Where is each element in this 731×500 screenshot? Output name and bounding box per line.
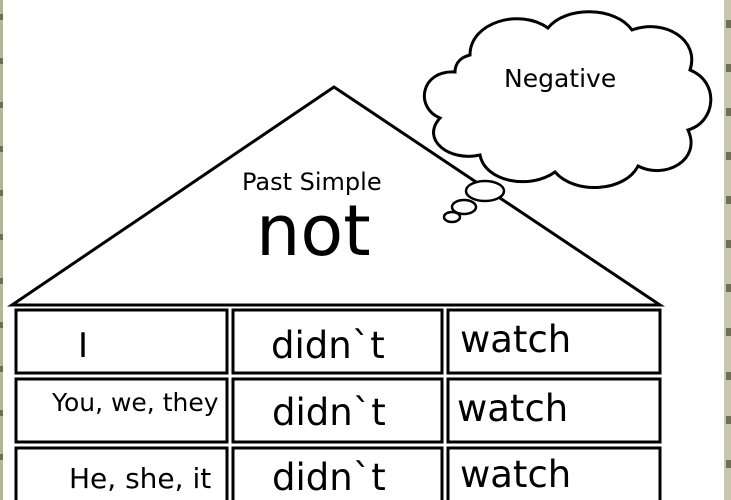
- right-edge-pattern: [724, 0, 731, 500]
- table-cell-verb: watch: [460, 318, 572, 361]
- thought-cloud: [423, 10, 713, 190]
- left-edge-pattern: [0, 0, 3, 500]
- roof-subtitle: Past Simple: [242, 168, 382, 196]
- table-cell-verb: watch: [460, 453, 572, 496]
- thought-bubble-large: [464, 179, 506, 203]
- thought-bubble-small: [442, 210, 462, 224]
- table-cell-verb: watch: [457, 387, 569, 430]
- thought-bubble-medium: [450, 198, 478, 216]
- table-cell-auxiliary: didn`t: [272, 456, 386, 499]
- table-cell-auxiliary: didn`t: [272, 391, 386, 434]
- table-cell-subject: You, we, they: [52, 388, 219, 417]
- table-grid: [14, 308, 662, 500]
- table-cell-auxiliary: didn`t: [271, 324, 385, 367]
- cloud-label: Negative: [504, 64, 617, 93]
- table-cell-subject: He, she, it: [69, 462, 212, 495]
- table-cell-subject: I: [78, 326, 89, 366]
- roof-word: not: [256, 190, 371, 272]
